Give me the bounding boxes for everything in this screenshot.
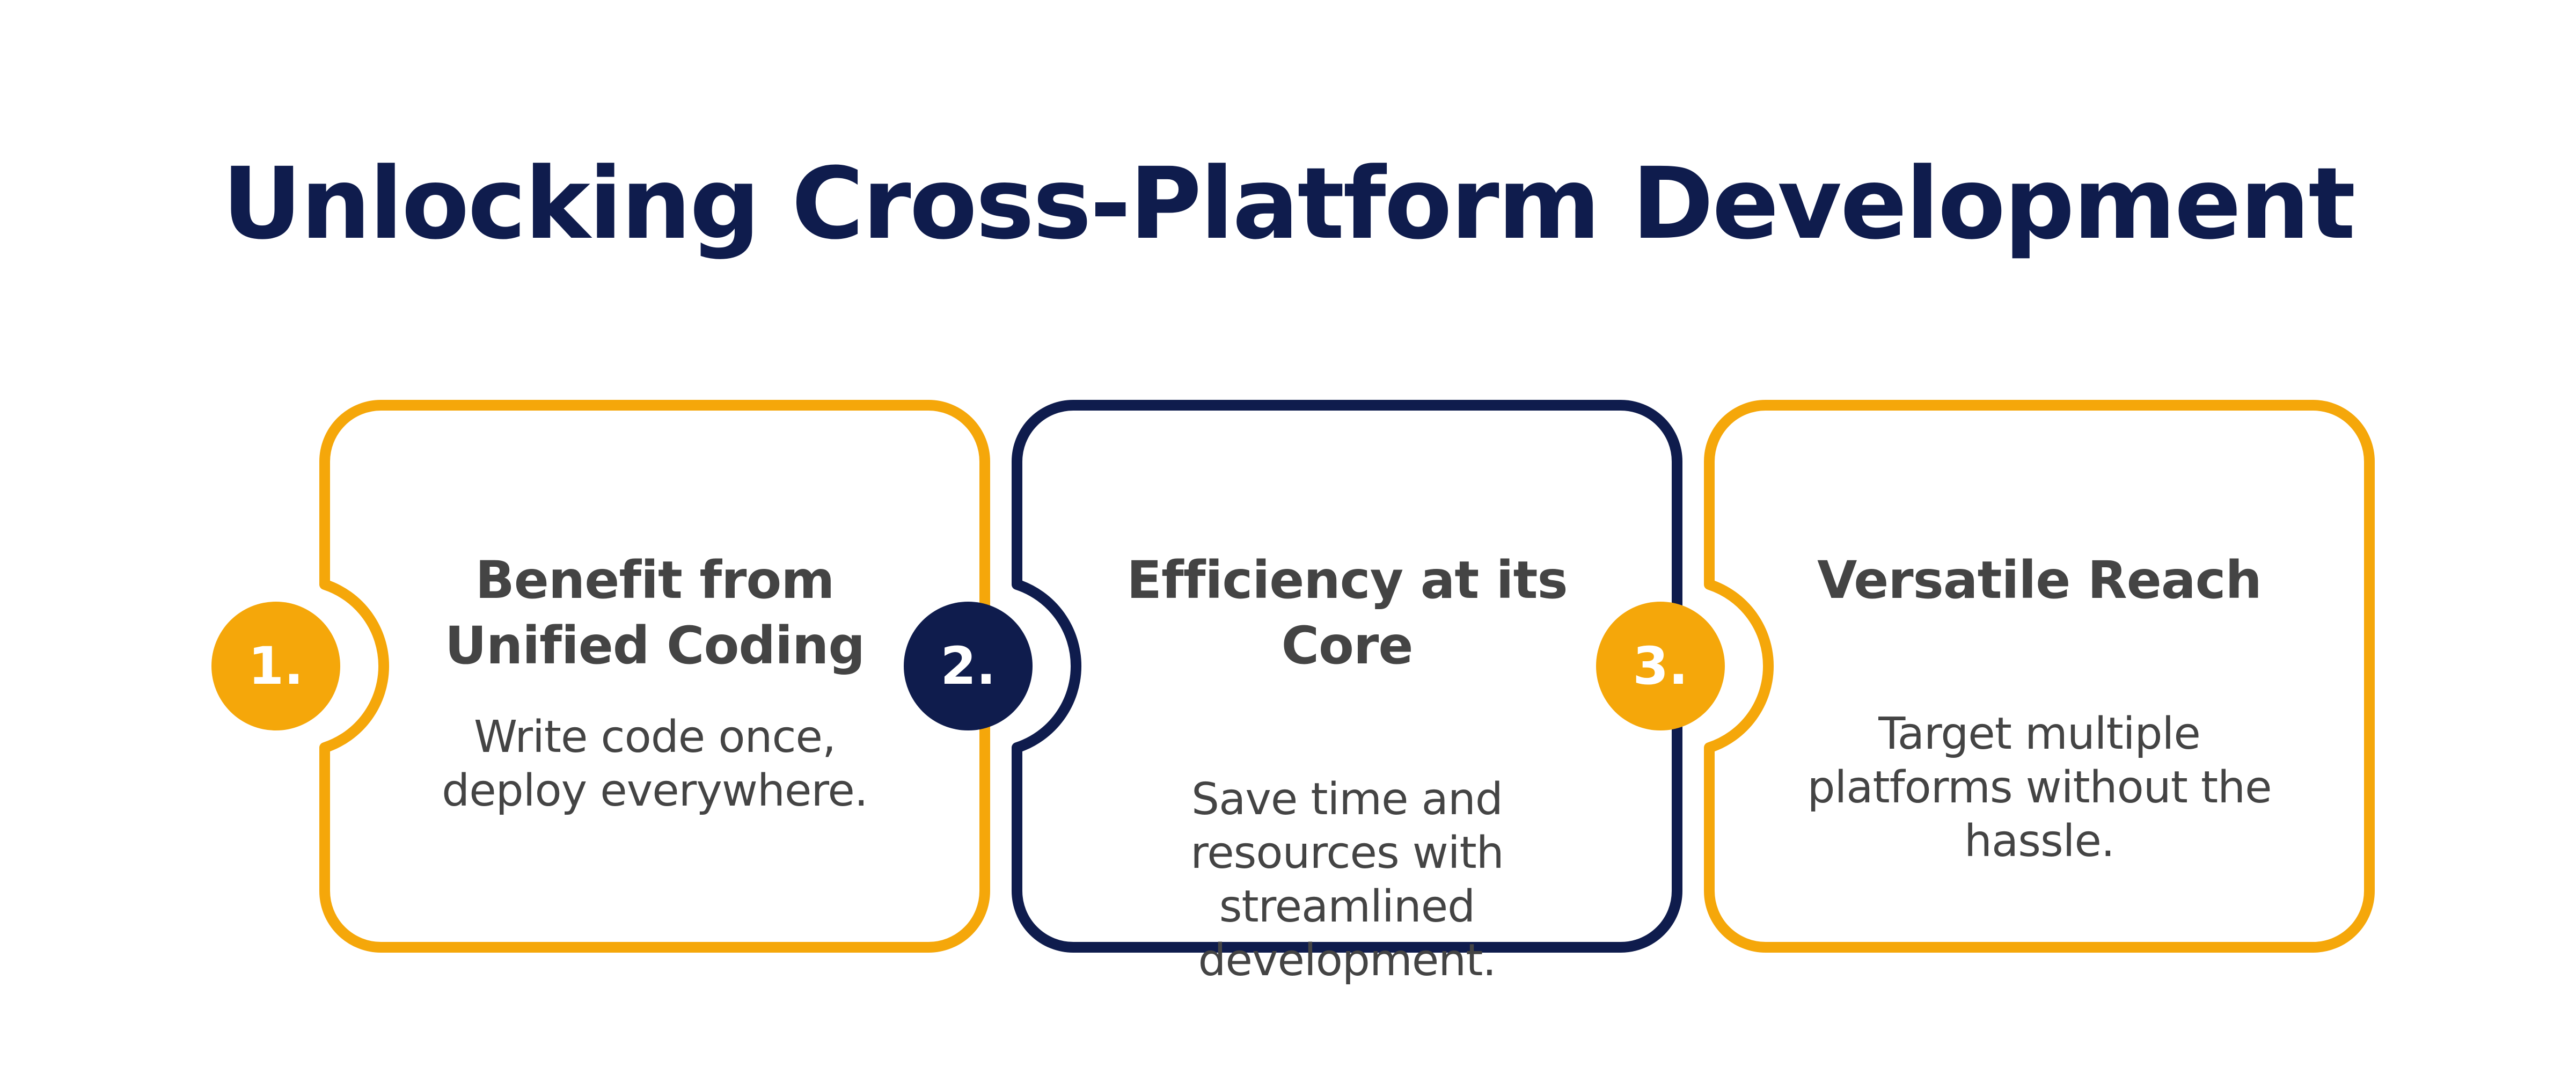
card-border-3 [1704, 400, 2375, 953]
card-title-1: Benefit from Unified Coding [444, 550, 865, 676]
card-border-1 [319, 400, 990, 953]
step-card-1: 1. Benefit from Unified Coding Write cod… [211, 397, 993, 955]
card-title-3: Versatile Reach [1817, 550, 2262, 610]
step-number-badge-3: 3. [1596, 602, 1725, 730]
card-border-2 [1012, 400, 1682, 953]
step-card-2: 2. Efficiency at its Core Save time and … [904, 397, 1685, 986]
card-title-2: Efficiency at its Core [1126, 550, 1568, 676]
step-number-badge-1: 1. [211, 602, 340, 730]
card-description-1: Write code once, deploy everywhere. [442, 712, 868, 816]
card-description-2: Save time and resources with streamlined… [1190, 774, 1504, 986]
step-card-3: 3. Versatile Reach Target multiple platf… [1596, 397, 2377, 955]
card-description-3: Target multiple platforms without the ha… [1807, 708, 2272, 867]
page-title: Unlocking Cross-Platform Development [222, 147, 2356, 261]
step-number-badge-2: 2. [904, 602, 1033, 730]
